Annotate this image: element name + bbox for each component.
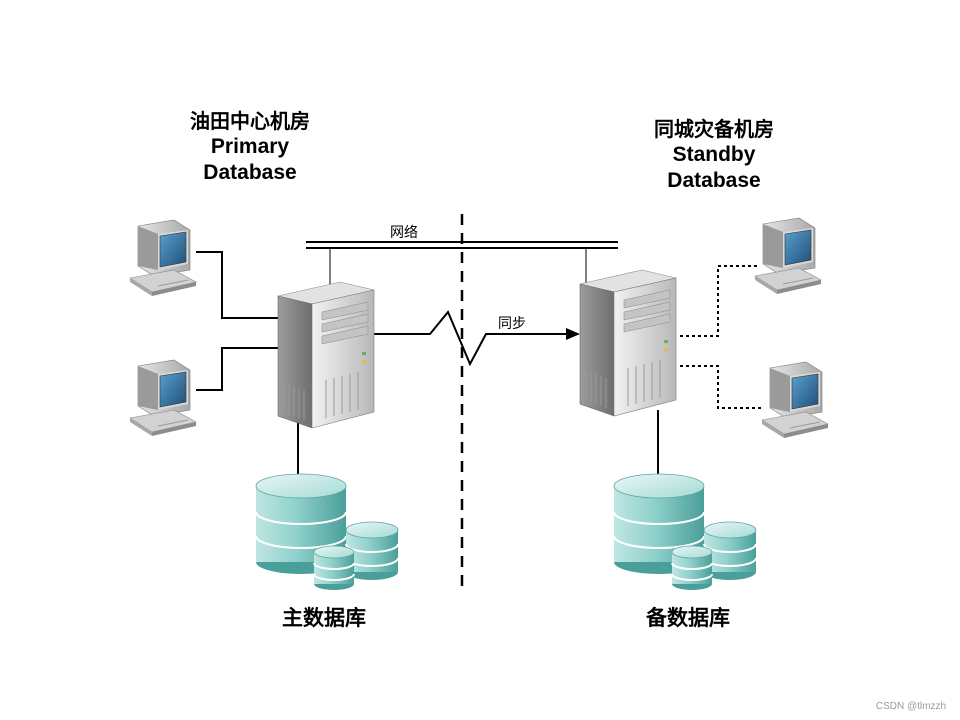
standby-site-title-zh: 同城灾备机房 [654,117,774,141]
standby-site-title: 同城灾备机房 Standby Database [614,116,814,194]
primary-site-title-zh: 油田中心机房 [190,109,310,133]
standby-database-icon [613,473,757,591]
sync-link [372,310,580,367]
primary-site-title: 油田中心机房 Primary Database [150,108,350,186]
primary-site-title-en-1: Primary [210,135,290,158]
standby-database-caption: 备数据库 [646,606,730,630]
standby-client-computer-icon-2 [761,361,829,439]
network-label: 网络 [390,225,418,241]
standby-client-computer-icon-1 [754,217,822,295]
sync-label: 同步 [498,316,526,332]
standby-site-title-en-2: Database [667,169,761,192]
primary-client-computer-icon-2 [129,359,197,437]
primary-database-caption: 主数据库 [282,606,366,630]
primary-site-title-en-2: Database [203,161,297,184]
primary-client-computer-icon-1 [129,219,197,297]
primary-server-icon [277,281,375,429]
watermark: CSDN @tlmzzh [875,701,946,712]
primary-database-icon [255,473,399,591]
standby-server-icon [579,269,677,417]
standby-site-title-en-1: Standby [672,143,756,166]
standby-client-links [680,265,762,409]
